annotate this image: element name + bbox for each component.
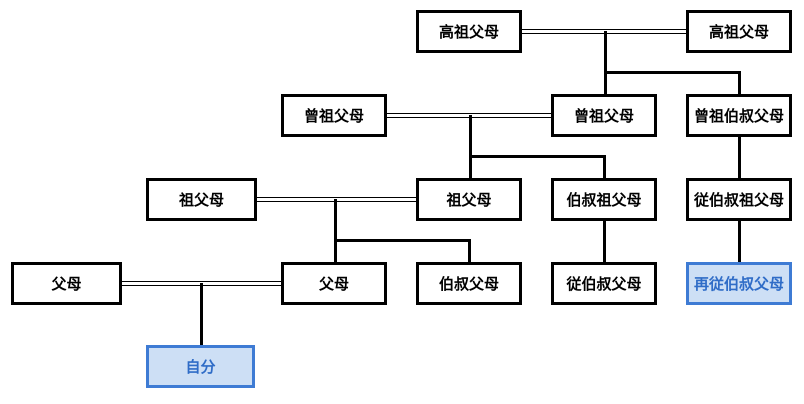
node-grandparents-left: 曾祖父母: [281, 94, 387, 137]
descent-line: [603, 155, 606, 178]
descent-line: [738, 137, 741, 178]
descent-line: [604, 31, 607, 74]
descent-line: [334, 199, 337, 242]
node-great-grandparents-right: 高祖父母: [686, 10, 792, 53]
descent-line: [603, 221, 606, 262]
node-second-cousin-once-removed: 再従伯叔父母: [686, 262, 792, 305]
sibling-bar: [334, 239, 471, 242]
node-parents-right: 父母: [281, 262, 387, 305]
descent-line: [738, 71, 741, 94]
node-grand-uncle-aunt: 曾祖伯叔父母: [686, 94, 792, 137]
node-grand-uncle-branch: 伯叔祖父母: [551, 178, 657, 221]
descent-line: [468, 239, 471, 262]
descent-line: [200, 283, 203, 345]
descent-line: [469, 155, 472, 178]
node-grandparents-couple-left: 祖父母: [146, 178, 257, 221]
node-grandparents-couple-right: 祖父母: [416, 178, 522, 221]
descent-line: [469, 115, 472, 158]
descent-line: [738, 221, 741, 262]
descent-line: [334, 239, 337, 262]
node-grandparents-right: 曾祖父母: [551, 94, 657, 137]
node-parents-left: 父母: [11, 262, 122, 305]
node-self: 自分: [146, 345, 255, 388]
node-uncle-aunt: 伯叔父母: [416, 262, 522, 305]
node-cousin-grand-branch: 従伯叔祖父母: [686, 178, 792, 221]
sibling-bar: [604, 71, 741, 74]
node-great-grandparents-left: 高祖父母: [416, 10, 522, 53]
node-first-cousin-once-removed: 従伯叔父母: [551, 262, 657, 305]
descent-line: [604, 71, 607, 94]
sibling-bar: [469, 155, 606, 158]
